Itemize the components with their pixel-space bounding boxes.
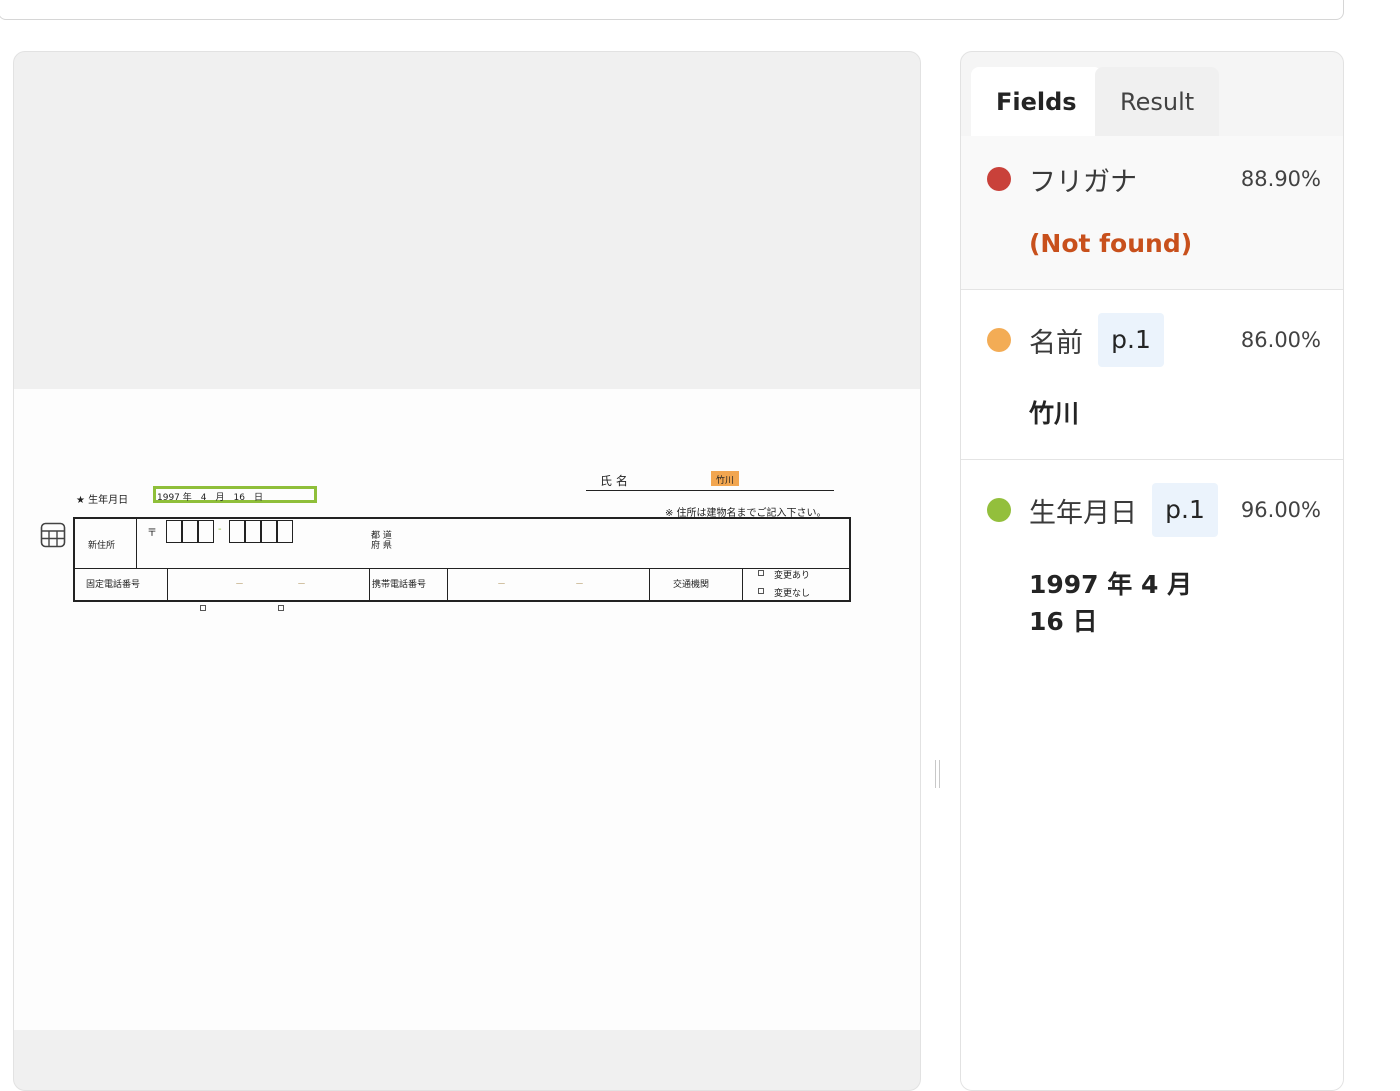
postal-mark: 〒 [147, 528, 157, 539]
mobile-label: 携帯電話番号 [372, 580, 427, 590]
birth-date-label: ★ 生年月日 [76, 495, 129, 506]
field-item-name[interactable]: 名前 p.1 86.00% 竹川 [961, 290, 1343, 460]
top-toolbar [0, 0, 1344, 20]
field-value: (Not found) [1029, 229, 1193, 258]
birth-date-value: 1997 年 4 月 16 日 [157, 493, 263, 503]
landline-label: 固定電話番号 [86, 580, 141, 590]
field-confidence: 96.00% [1240, 498, 1321, 522]
address-note: ※ 住所は建物名までご記入下さい。 [665, 508, 827, 519]
status-dot-icon [987, 167, 1011, 191]
field-name: 生年月日 [1029, 498, 1137, 529]
status-dot-icon [987, 328, 1011, 352]
prefecture-label: 都 道 府 県 [371, 531, 392, 551]
fields-list: フリガナ 88.90% (Not found) 名前 p.1 86.00% 竹川… [961, 136, 1343, 1090]
page-link-chip[interactable]: p.1 [1152, 483, 1218, 537]
name-underline [586, 490, 834, 491]
document-page: ★ 生年月日 1997 年 4 月 16 日 氏 名 竹川 ※ 住所は建物名まで… [14, 389, 920, 1030]
field-name: 名前 [1029, 328, 1083, 359]
address-table: 新住所 〒 - 都 道 府 県 固定電話番号 － － 携帯電話番号 － － 交通… [73, 517, 851, 602]
field-confidence: 86.00% [1240, 328, 1321, 352]
panel-splitter[interactable] [934, 760, 942, 788]
unchanged-option: 変更なし [774, 589, 811, 599]
table-icon[interactable] [40, 522, 66, 548]
field-name: フリガナ [1029, 167, 1137, 198]
name-label: 氏 名 [600, 474, 628, 488]
new-address-label: 新住所 [88, 541, 116, 551]
field-item-furigana[interactable]: フリガナ 88.90% (Not found) [961, 136, 1343, 290]
status-dot-icon [987, 498, 1011, 522]
field-confidence: 88.90% [1240, 167, 1321, 191]
tab-fields[interactable]: Fields [971, 67, 1102, 137]
field-value: 1997 年 4 月 16 日 [1029, 570, 1193, 636]
birth-date-highlight[interactable] [153, 486, 317, 503]
name-value: 竹川 [716, 476, 735, 486]
changed-option: 変更あり [774, 571, 811, 581]
transport-label: 交通機関 [673, 580, 710, 590]
document-viewer[interactable]: ★ 生年月日 1997 年 4 月 16 日 氏 名 竹川 ※ 住所は建物名まで… [13, 51, 921, 1091]
tab-result[interactable]: Result [1095, 67, 1220, 137]
fields-panel: Fields Result フリガナ 88.90% (Not found) 名前… [960, 51, 1344, 1091]
field-item-birthdate[interactable]: 生年月日 p.1 96.00% 1997 年 4 月 16 日 [961, 460, 1343, 690]
field-value: 竹川 [1029, 399, 1080, 428]
page-link-chip[interactable]: p.1 [1098, 313, 1164, 367]
name-highlight[interactable] [711, 471, 739, 486]
